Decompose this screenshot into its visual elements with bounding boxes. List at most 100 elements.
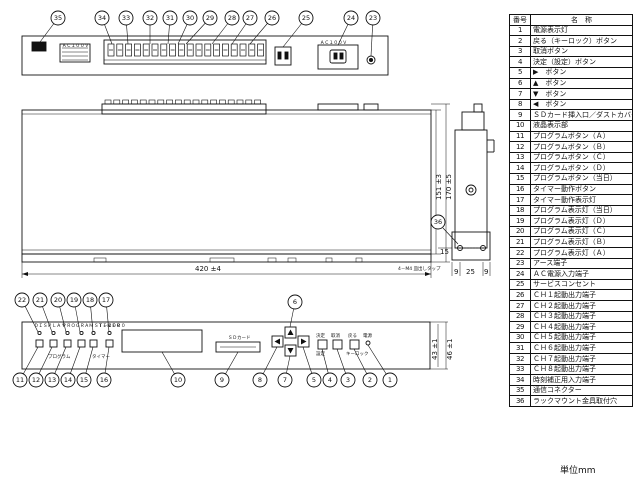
svg-text:4: 4 (328, 376, 332, 384)
row-number: 7 (509, 88, 531, 100)
row-name: 時刻補正用入力端子 (530, 374, 633, 386)
table-row: 8◀ ボタン (509, 98, 633, 111)
program-button[interactable] (77, 339, 86, 348)
callout-13: 13 (44, 346, 67, 388)
lcd-display (121, 329, 203, 353)
power-label: 電源 (363, 332, 372, 339)
svg-text:23: 23 (369, 14, 377, 22)
plan-terminal-screw (210, 99, 217, 105)
back-button[interactable] (349, 339, 360, 350)
up-button[interactable] (284, 326, 297, 339)
callout-35: 35 (39, 10, 66, 43)
svg-text:16: 16 (100, 376, 108, 384)
down-arrow-icon (287, 348, 294, 354)
svg-text:36: 36 (434, 218, 442, 226)
plan-terminal-block (101, 103, 267, 115)
row-name: ＣＨ１起動出力端子 (530, 289, 633, 302)
plan-terminal-screw (139, 99, 147, 105)
program-button[interactable] (49, 339, 58, 348)
svg-text:11: 11 (16, 376, 24, 384)
timer-word-label: タイマー (92, 353, 110, 360)
svg-text:25: 25 (302, 14, 310, 22)
plan-earth (363, 103, 379, 111)
row-name: ◀ ボタン (530, 98, 633, 111)
row-number: 18 (509, 204, 531, 217)
plan-terminal-screw (122, 99, 129, 105)
plan-terminal-screw (131, 99, 138, 105)
svg-text:35: 35 (54, 14, 62, 22)
side-outline (454, 129, 488, 249)
row-name: ラックマウント金具取付穴 (530, 395, 633, 407)
program-button[interactable] (63, 339, 72, 348)
svg-text:19: 19 (70, 296, 78, 304)
svg-text:3: 3 (346, 376, 350, 384)
left-button[interactable] (271, 335, 284, 348)
svg-text:13: 13 (48, 376, 56, 384)
svg-text:34: 34 (98, 14, 106, 22)
row-number: 25 (509, 278, 531, 291)
row-number: 13 (509, 151, 531, 164)
callout-21: 21 (32, 292, 53, 333)
side-rear-terminal (461, 111, 485, 131)
svg-text:5: 5 (312, 376, 316, 384)
dim-height-total: 46 ±1 (446, 339, 454, 360)
terminal-screw (213, 43, 220, 57)
service-outlet (274, 46, 292, 66)
enter-button[interactable] (317, 339, 328, 350)
row-number: 30 (509, 331, 531, 344)
dim-side-15: 15 (440, 248, 449, 256)
program-button[interactable] (89, 339, 98, 348)
row-number: 9 (509, 109, 531, 121)
callout-27: 27 (231, 10, 258, 45)
row-name: 電源表示灯 (530, 24, 633, 37)
callout-6: 6 (287, 294, 303, 328)
front-model-label: ＳＴ－１０００ (94, 323, 126, 329)
row-name: プログラム表示灯（当日） (530, 204, 633, 217)
callout-36: 36 (430, 214, 459, 245)
terminal-screw (116, 43, 124, 57)
dim-height-body: 43 ±1 (431, 339, 439, 360)
svg-text:27: 27 (246, 14, 254, 22)
callout-1: 1 (367, 344, 398, 388)
svg-text:31: 31 (166, 14, 174, 22)
row-number: 36 (509, 395, 531, 407)
row-name: ＣＨ４起動出力端子 (530, 321, 633, 333)
callout-11: 11 (12, 346, 39, 388)
terminal-screw (230, 43, 238, 57)
row-name: ▼ ボタン (530, 88, 633, 100)
row-number: 29 (509, 321, 531, 333)
svg-text:29: 29 (206, 14, 214, 22)
row-number: 21 (509, 236, 531, 249)
enter-label: 決定 (316, 332, 325, 339)
timer-button[interactable] (105, 339, 114, 348)
callout-30: 30 (177, 10, 198, 45)
callout-29: 29 (185, 10, 218, 45)
down-button[interactable] (284, 344, 297, 357)
callout-14: 14 (60, 346, 81, 388)
back-label: 戻る (348, 332, 357, 339)
left-arrow-icon (274, 338, 280, 345)
program-button[interactable] (35, 339, 44, 348)
row-name: 液晶表示部 (530, 119, 633, 132)
cancel-button[interactable] (332, 339, 343, 350)
right-button[interactable] (297, 335, 310, 348)
plan-terminal-screw (113, 99, 121, 105)
row-name: ＣＨ８起動出力端子 (530, 363, 633, 376)
row-number: 3 (509, 45, 531, 58)
ac-inlet-label: ＡＣ１００Ｖ (320, 40, 347, 46)
callout-2: 2 (353, 348, 378, 388)
